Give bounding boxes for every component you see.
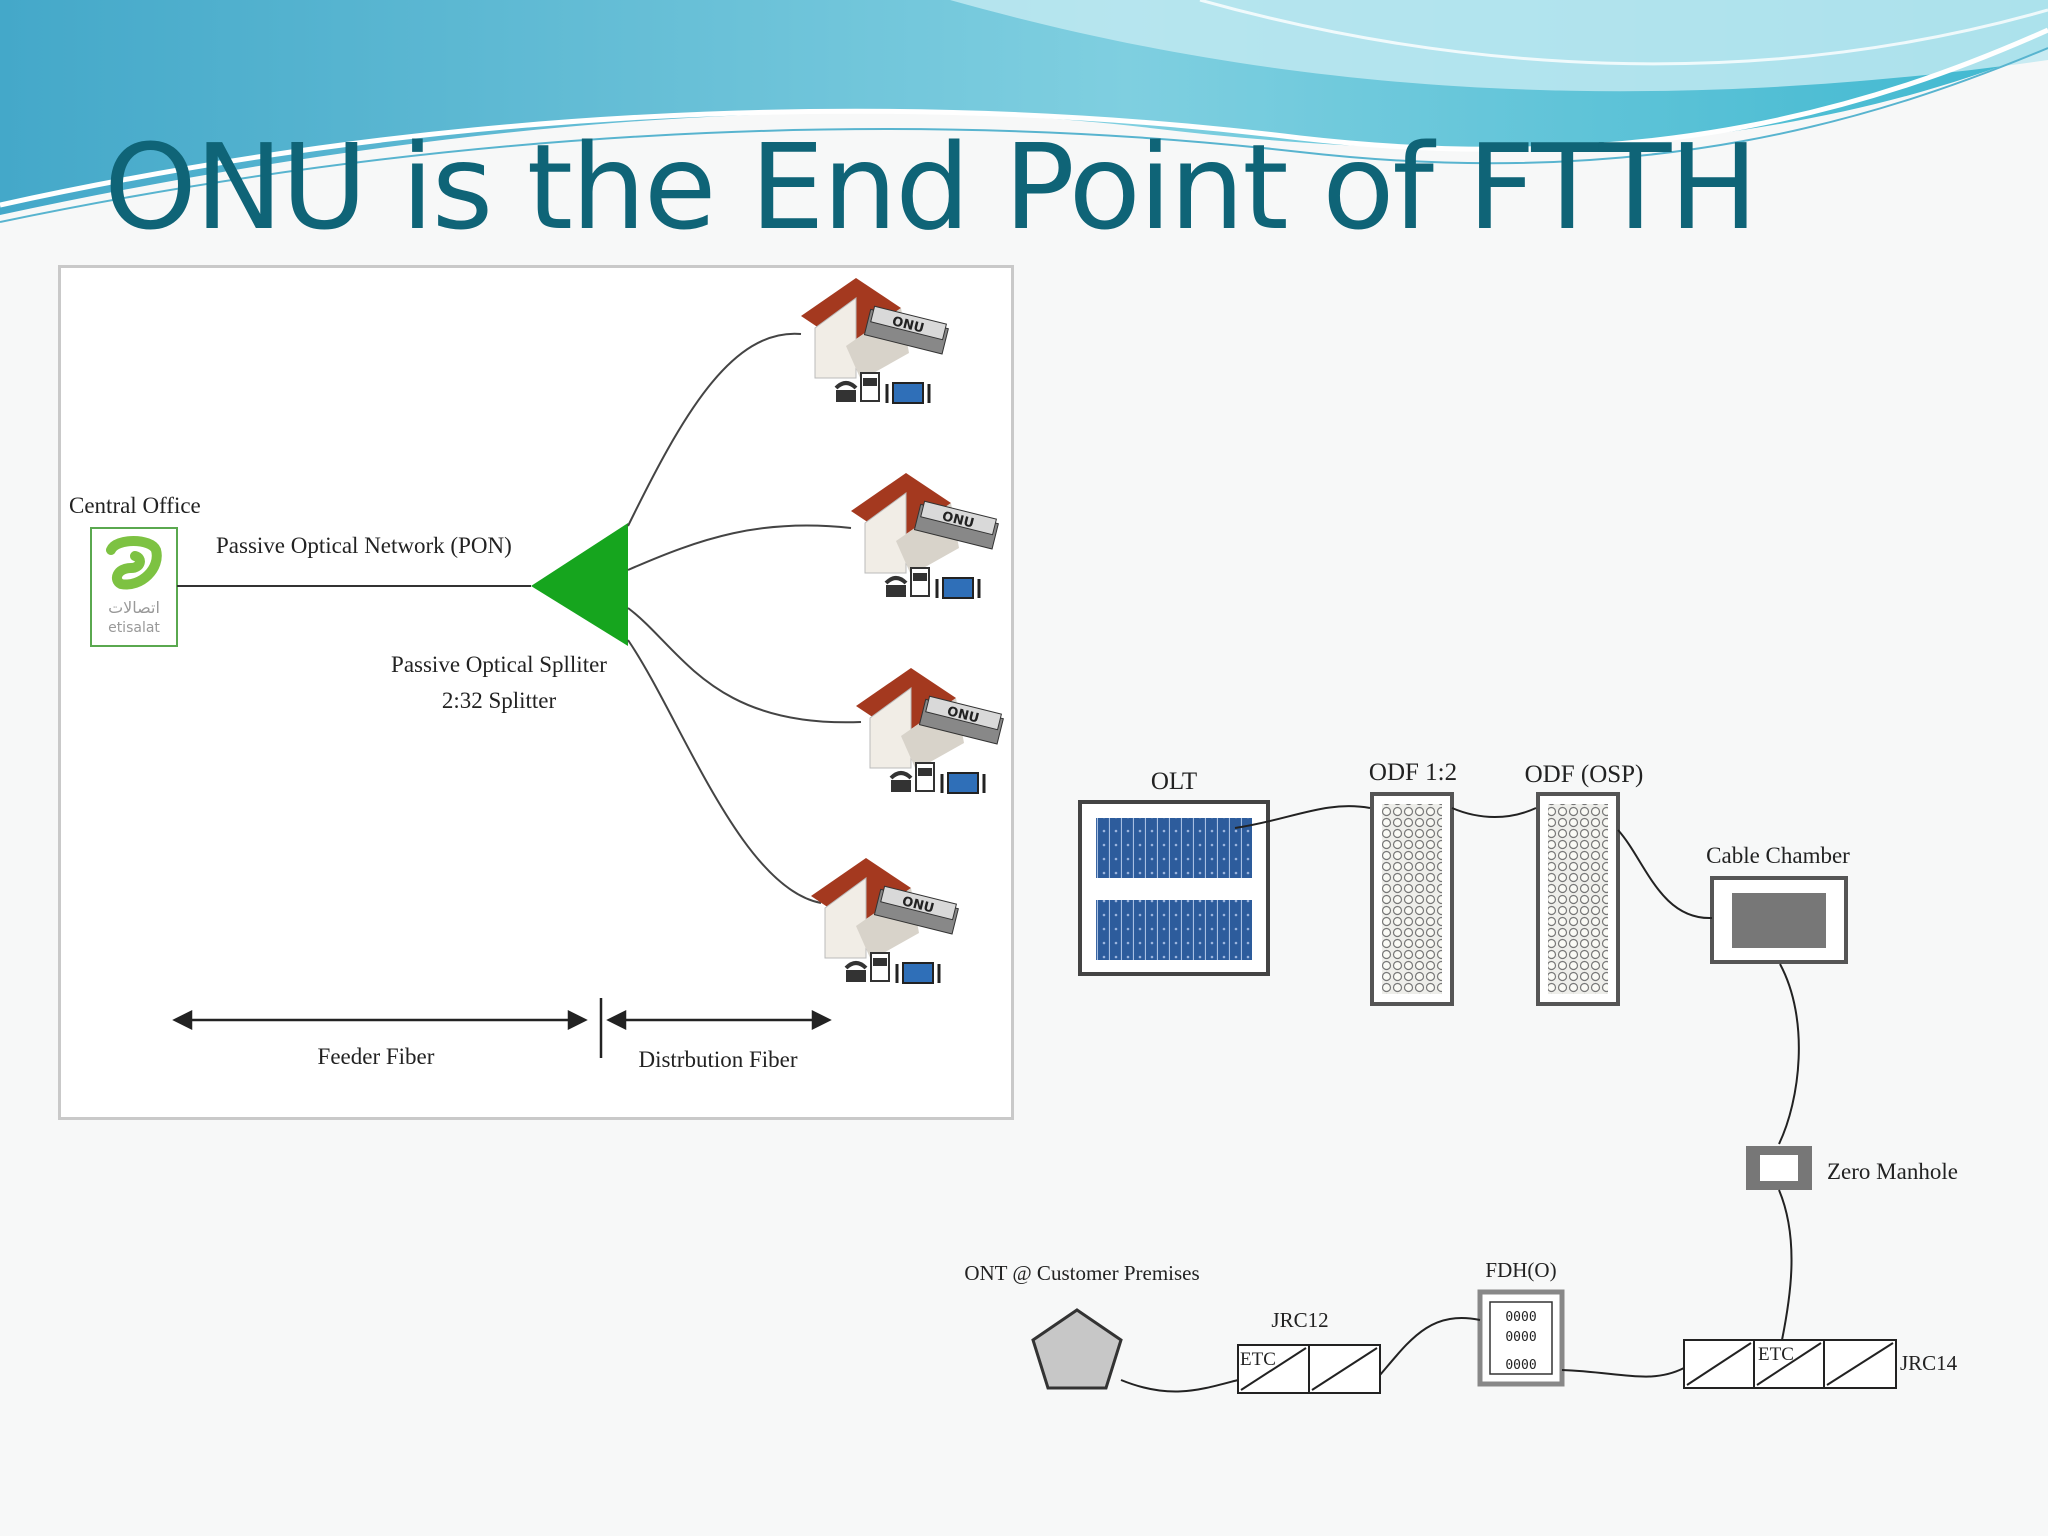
jrc14-label: JRC14 (1900, 1351, 1958, 1375)
ont-pentagon-icon (1031, 1308, 1123, 1390)
odf-split-icon (1370, 792, 1454, 1006)
olt-rack-icon (1078, 800, 1270, 976)
jrc14-junction-icon (1683, 1339, 1897, 1389)
ont-label: ONT @ Customer Premises (964, 1261, 1199, 1285)
logo-arabic-text: اتصالات (108, 598, 160, 617)
phone-icon (834, 381, 858, 402)
computer-icon (860, 372, 880, 402)
splitter-label: Passive Optical Splliter (391, 652, 607, 677)
house-icon: ONU (811, 858, 959, 984)
house-icon: ONU (851, 473, 999, 599)
odf-osp-icon (1536, 792, 1620, 1006)
etisalat-logo-icon: اتصالات etisalat (90, 527, 178, 647)
distribution-fiber-label: Distrbution Fiber (638, 1047, 797, 1072)
zero-manhole-icon (1746, 1146, 1812, 1190)
house-icon: ONU (801, 278, 949, 404)
distribution-fiber-arrow (606, 1009, 832, 1031)
central-office-label: Central Office (69, 493, 201, 518)
tv-icon (895, 962, 941, 984)
jrc12-etc-label: ETC (1240, 1349, 1276, 1370)
jrc12-junction-icon (1237, 1344, 1381, 1394)
odf-osp-label: ODF (OSP) (1525, 761, 1644, 788)
fdh-ports-row: 0000 (1505, 1330, 1536, 1345)
phone-icon (889, 771, 913, 792)
slide-header-wave (0, 0, 2048, 223)
slide-title: ONU is the End Point of FTTH (104, 118, 1758, 256)
odf-split-label: ODF 1:2 (1369, 759, 1457, 786)
jrc12-label: JRC12 (1271, 1308, 1328, 1332)
tv-icon (885, 382, 931, 404)
fdh-ports-row: 0000 (1505, 1310, 1536, 1325)
pon-label: Passive Optical Network (PON) (216, 533, 512, 558)
ftth-path-diagram: OLT ODF 1:2 ODF (OSP) Cable Chamber Zero… (964, 759, 1958, 1394)
tv-icon (940, 772, 986, 794)
cable-chamber-icon (1710, 876, 1848, 964)
splitter-ratio-label: 2:32 Splitter (442, 688, 557, 713)
house-icon: ONU (856, 668, 1004, 794)
computer-icon (870, 952, 890, 982)
feeder-fiber-label: Feeder Fiber (318, 1044, 435, 1069)
phone-icon (884, 576, 908, 597)
logo-latin-text: etisalat (108, 620, 160, 636)
computer-icon (915, 762, 935, 792)
phone-icon (844, 961, 868, 982)
tv-icon (935, 577, 981, 599)
zero-manhole-label: Zero Manhole (1827, 1159, 1958, 1184)
olt-label: OLT (1151, 768, 1197, 795)
feeder-fiber-arrow (172, 1009, 588, 1031)
cable-chamber-label: Cable Chamber (1706, 843, 1850, 868)
distribution-fibers (627, 332, 862, 904)
fdh-ports-row: 0000 (1505, 1358, 1536, 1373)
jrc14-etc-label: ETC (1758, 1344, 1794, 1365)
fdh-cabinet-icon: 0000 0000 0000 (1477, 1289, 1565, 1387)
pon-diagram: Central Office اتصالات etisalat Passive … (58, 265, 1014, 1120)
fiber-route (1120, 805, 1800, 1393)
computer-icon (910, 567, 930, 597)
splitter-icon (531, 523, 628, 646)
fdh-label: FDH(O) (1485, 1258, 1556, 1282)
